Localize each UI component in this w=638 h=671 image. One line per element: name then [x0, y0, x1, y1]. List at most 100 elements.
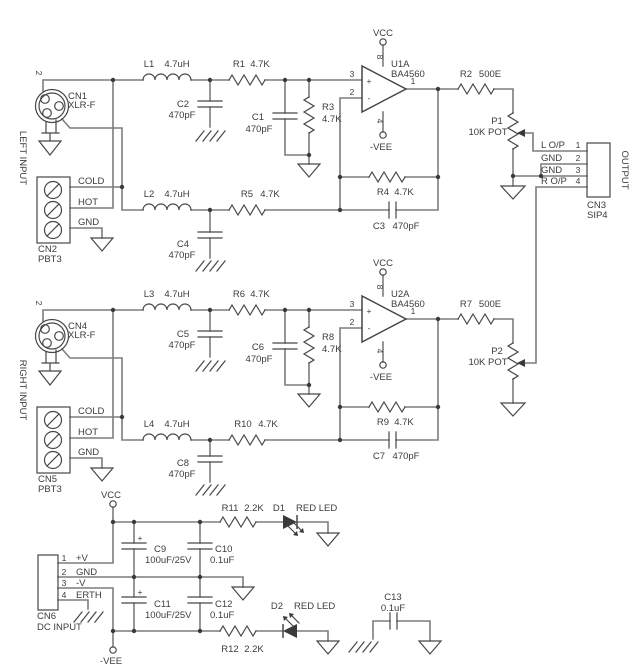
inductor-L1-symbol: [142, 73, 192, 81]
output-connector-CN3: [586, 142, 611, 198]
CN3-pin3-num: 3: [576, 165, 581, 175]
resistor-R9-symbol: [368, 400, 406, 414]
wires-right-channel: [42, 274, 514, 483]
inductor-L3-symbol: [142, 303, 192, 311]
C3-val: 470pF: [393, 221, 420, 232]
R10-ref: R10: [234, 419, 251, 430]
L4-val: 4.7uH: [164, 419, 189, 430]
D2-ref: D2: [271, 601, 283, 612]
C11-polarity: +: [138, 587, 143, 597]
resistor-R11-symbol: [219, 515, 257, 529]
CN6-pin4-label: ERTH: [76, 590, 102, 601]
R8-ref: R8: [322, 332, 334, 343]
CN6-pin2-num: 2: [62, 567, 67, 577]
C10-ref: C10: [215, 544, 232, 555]
C8-ref: C8: [177, 458, 189, 469]
CN4-pin2-label: 2: [34, 301, 44, 306]
CN3-ref: CN3: [587, 200, 606, 211]
terminal-block-CN5: [36, 406, 71, 474]
C13-val: 0.1uF: [381, 603, 405, 614]
R3-ref: R3: [322, 102, 334, 113]
C2-ref: C2: [177, 99, 189, 110]
U2A-pin1: 1: [411, 306, 416, 316]
P1-ref: P1: [491, 116, 503, 127]
CN2-gnd-label: GND: [78, 217, 99, 228]
CN2-hot-label: HOT: [78, 197, 98, 208]
R11-val: 2.2K: [244, 503, 264, 514]
CN3-pin1-label: L O/P: [541, 140, 565, 151]
pot-P2-symbol: [506, 342, 520, 380]
U1A-pin3: 3: [350, 69, 355, 79]
CN4-type: XLR-F: [68, 330, 96, 341]
CN3-pin4-num: 4: [576, 176, 581, 186]
CN6-pin2-label: GND: [76, 567, 97, 578]
L4-ref: L4: [144, 419, 155, 430]
U1A-minus: -: [368, 93, 371, 103]
vcc-terminal-U2A: [379, 268, 387, 276]
CN2-cold-label: COLD: [78, 176, 105, 187]
R4-ref: R4: [377, 187, 389, 198]
C11-val: 100uF/25V: [145, 610, 192, 621]
R8-val: 4.7K: [322, 344, 342, 355]
symbol-details-power: [73, 532, 443, 655]
R4-val: 4.7K: [394, 187, 414, 198]
pot-P1-symbol: [506, 112, 520, 150]
pot-P1-wiper-arrow: [517, 129, 525, 137]
U1A-pin2: 2: [350, 87, 355, 97]
D2-val: RED LED: [294, 601, 335, 612]
C9-val: 100uF/25V: [145, 555, 192, 566]
U1A-part: BA4560: [391, 69, 425, 80]
labels: L1 4.7uH R1 4.7K C2 470pF C1 470pF R3 4.…: [17, 28, 630, 667]
L3-ref: L3: [144, 289, 155, 300]
R11-ref: R11: [222, 503, 239, 514]
P2-ref: P2: [491, 346, 503, 357]
inductor-L4-symbol: [142, 433, 192, 441]
C2-val: 470pF: [169, 110, 196, 121]
resistor-R6-symbol: [228, 303, 266, 317]
C3-ref: C3: [373, 221, 385, 232]
CN5-type: PBT3: [38, 484, 62, 495]
C4-val: 470pF: [169, 250, 196, 261]
R12-ref: R12: [221, 644, 238, 655]
U1A-vee-label: -VEE: [370, 142, 392, 153]
opamp-U2A: [361, 268, 408, 369]
D1-val: RED LED: [296, 503, 337, 514]
C12-ref: C12: [215, 599, 232, 610]
U2A-ref: U2A: [391, 289, 410, 300]
output-label: OUTPUT: [619, 150, 630, 189]
wires-power: [57, 506, 431, 648]
CN2-ref: CN2: [38, 244, 57, 255]
pot-P2-wiper-arrow: [517, 359, 525, 367]
L2-val: 4.7uH: [164, 189, 189, 200]
CN6-pin1-num: 1: [62, 553, 67, 563]
U2A-pin3: 3: [350, 299, 355, 309]
CN6-type: DC INPUT: [37, 622, 82, 633]
U2A-minus: -: [368, 323, 371, 333]
U2A-part: BA4560: [391, 299, 425, 310]
CN6-pin3-label: -V: [76, 578, 86, 589]
U1A-pin8: 8: [375, 55, 385, 60]
CN4-ref: CN4: [68, 321, 87, 332]
R7-ref: R7: [460, 299, 472, 310]
C7-ref: C7: [373, 451, 385, 462]
U1A-pin1: 1: [411, 76, 416, 86]
CN5-hot-label: HOT: [78, 427, 98, 438]
opamp-U1A: [361, 38, 408, 139]
U1A-plus: +: [367, 76, 372, 86]
dc-input-connector-CN6: [37, 554, 59, 611]
R3-val: 4.7K: [322, 114, 342, 125]
xlr-connector-CN1: [34, 88, 70, 124]
C6-val: 470pF: [246, 354, 273, 365]
power-supply: [37, 500, 443, 655]
C4-ref: C4: [177, 239, 189, 250]
R1-ref: R1: [233, 59, 245, 70]
C1-val: 470pF: [246, 124, 273, 135]
R10-val: 4.7K: [258, 419, 278, 430]
CN6-pin4-num: 4: [62, 590, 67, 600]
C11-ref: C11: [154, 599, 171, 610]
led-D2-symbol: [282, 613, 300, 638]
C6-ref: C6: [252, 342, 264, 353]
R12-val: 2.2K: [244, 644, 264, 655]
CN5-cold-label: COLD: [78, 406, 105, 417]
